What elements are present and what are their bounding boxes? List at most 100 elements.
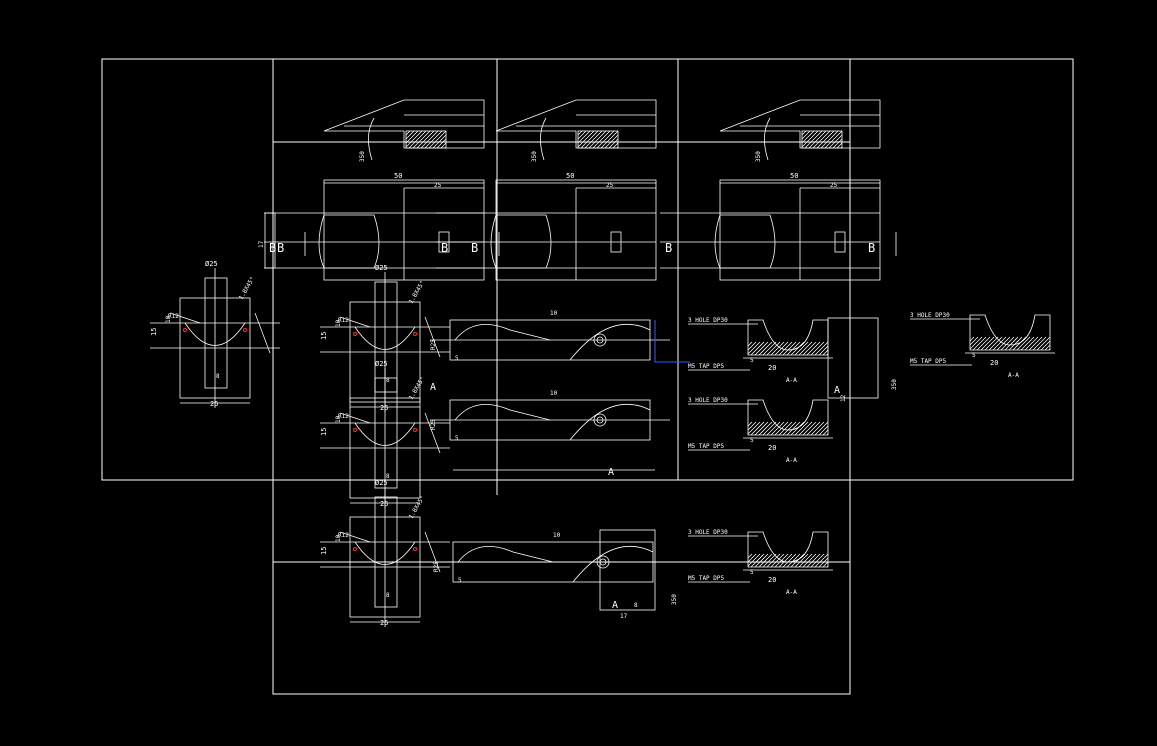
hatch-line	[412, 130, 431, 149]
hatch-line	[405, 130, 411, 136]
hatch-line	[786, 421, 801, 436]
dimension-label-50: 50	[566, 172, 574, 180]
note-m5-tap-dp5: M5 TAP DP5	[688, 443, 725, 450]
hatch-line	[786, 553, 801, 568]
drawing-path	[495, 99, 657, 149]
dimension-label-10: 10	[550, 310, 558, 317]
section-label-b: B	[471, 241, 478, 255]
tangent-mark	[183, 328, 187, 332]
hatch-line	[754, 553, 769, 568]
hatch-line	[424, 130, 443, 149]
drawing-path	[572, 545, 654, 583]
drawing-path	[457, 546, 554, 563]
dimension-label-angle: 1.8X45°	[408, 280, 427, 305]
hatch-line	[616, 146, 619, 149]
hatch-line	[824, 130, 843, 149]
dimension-label-10: 10	[165, 315, 172, 323]
section-label-b: B	[665, 241, 672, 255]
drawing-rect	[204, 277, 228, 389]
hatch-line	[577, 130, 595, 148]
drawing-circle	[596, 416, 604, 424]
hatch-line	[969, 336, 983, 350]
hatch-line	[774, 341, 789, 356]
dimension-label-20: 20	[990, 359, 998, 367]
hatch-line	[836, 142, 843, 149]
tangent-mark	[353, 547, 357, 551]
hatch-line	[747, 341, 757, 351]
hatch-line	[818, 557, 829, 568]
drawing-path	[747, 399, 829, 436]
hatch-line	[747, 553, 757, 563]
dimension-label-50: 50	[394, 172, 402, 180]
drawing-line	[424, 412, 441, 454]
hatch-line	[818, 345, 829, 356]
drawing-rect	[374, 496, 398, 608]
drawing-circle	[593, 333, 607, 347]
dimension-label-angle: 1.8X45°	[238, 276, 257, 301]
hatch-line	[778, 421, 793, 436]
dimension-label-angle: 1.8X45°	[408, 495, 427, 520]
drawing-line	[339, 531, 371, 543]
dimension-label-dia25: Ø25	[205, 260, 218, 268]
hatch-line	[754, 421, 769, 436]
hatch-line	[1004, 336, 1019, 351]
hatch-line	[972, 336, 987, 351]
note-3-hole-dp30: 3 HOLE DP30	[688, 317, 728, 324]
hatch-line	[608, 138, 619, 149]
dimension-label-r25: R25	[430, 339, 437, 350]
hatch-line	[801, 130, 819, 148]
dimension-label-15: 15	[320, 428, 328, 436]
tangent-mark	[353, 428, 357, 432]
hatch-line	[1048, 348, 1051, 351]
sheet-frame-inner	[272, 58, 851, 695]
dimension-label-350: 350	[671, 594, 678, 605]
hatch-line	[432, 134, 447, 149]
dimension-label-15: 15	[150, 328, 158, 336]
hatch-line	[969, 336, 979, 346]
drawing-circle	[593, 413, 607, 427]
dimension-label-r25: R25	[430, 419, 437, 430]
hatch-line	[1032, 336, 1047, 351]
hatch-line	[758, 421, 773, 436]
tangent-mark	[353, 332, 357, 336]
hatch-line	[782, 421, 797, 436]
hatch-line	[840, 146, 843, 149]
dimension-label-dia25: Ø25	[375, 264, 388, 272]
dimension-label-dia25: Ø25	[375, 479, 388, 487]
note-3-hole-dp30: 3 HOLE DP30	[910, 312, 950, 319]
section-label-b: B	[868, 241, 875, 255]
hatch-line	[405, 130, 423, 148]
dimension-label-10: 10	[335, 319, 342, 327]
hatch-line	[790, 553, 805, 568]
dimension-label-10: 10	[335, 534, 342, 542]
hatch-line	[440, 142, 447, 149]
hatch-line	[798, 341, 813, 356]
dimension-label-25: 25	[830, 182, 838, 189]
hatch-line	[750, 341, 765, 356]
dimension-label-350: 350	[531, 151, 538, 162]
hatch-line	[766, 341, 781, 356]
hatch-line	[588, 130, 607, 149]
note-m5-tap-dp5: M5 TAP DP5	[688, 575, 725, 582]
hatch-line	[750, 421, 765, 436]
hatch-line	[577, 130, 591, 144]
hatch-line	[980, 336, 995, 351]
hatch-line	[798, 421, 813, 436]
dimension-label-17: 17	[258, 240, 265, 248]
dimension-label-r12: R12	[338, 532, 349, 539]
hatch-line	[786, 341, 801, 356]
dimension-label-50: 50	[790, 172, 798, 180]
dimension-label-10: 10	[550, 390, 558, 397]
drawing-rect	[264, 212, 276, 269]
dimension-label-8: 8	[386, 377, 390, 384]
dimension-label-20: 20	[768, 364, 776, 372]
hatch-line	[782, 553, 797, 568]
hatch-line	[814, 341, 829, 356]
hatch-line	[808, 130, 827, 149]
hatch-line	[1040, 340, 1051, 351]
dimension-label-r12: R12	[168, 313, 179, 320]
drawing-path	[969, 314, 1051, 351]
hatch-line	[774, 553, 789, 568]
section-label-a: A	[430, 382, 436, 393]
